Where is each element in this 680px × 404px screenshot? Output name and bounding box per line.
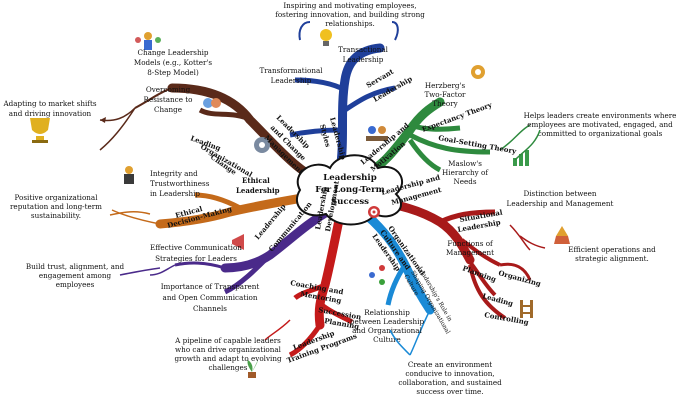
communication-strategies-1: Effective Communication <box>150 243 242 252</box>
branch-label-ethical-1: Ethical <box>242 176 270 185</box>
styles-note-3: relationships. <box>325 19 375 28</box>
trophy-icon <box>30 118 50 143</box>
management-connector <box>519 235 546 249</box>
communication-note-1: Build trust, alignment, and <box>26 262 125 271</box>
motivation-maslow-3: Needs <box>453 177 476 186</box>
development-note-2: who can drive organizational <box>175 345 282 354</box>
branch-styles <box>289 21 399 175</box>
change-resistance-1: Overcoming <box>146 85 191 94</box>
management-note-1: Efficient operations and <box>568 245 656 254</box>
branch-culture <box>355 205 435 356</box>
motivation-maslow-1: Maslow's <box>448 159 482 168</box>
styles-transactional-2: Leadership <box>343 55 384 64</box>
management-distinction-1: Distinction between <box>523 189 596 198</box>
meeting-icon <box>366 126 388 141</box>
change-models-1: Change Leadership <box>137 48 208 57</box>
culture-relationship-2: between Leadership <box>350 317 425 326</box>
culture-connector <box>389 329 411 356</box>
team-icon <box>135 32 161 50</box>
communication-note-3: employees <box>56 280 95 289</box>
communication-transparent-2: and Open Communication <box>163 293 258 302</box>
motivation-note-1: Helps leaders create environments where <box>524 111 677 120</box>
communication-strategies-2: Strategies for Leaders <box>155 254 237 263</box>
central-line-1: Leadership <box>323 173 376 183</box>
central-line-2: For Long-Term <box>315 185 385 195</box>
motivation-maslow-2: Hierarchy of <box>442 168 489 177</box>
lightbulb-icon <box>320 29 332 46</box>
communication-connector <box>119 267 161 276</box>
development-note-3: growth and adapt to evolving <box>174 354 281 363</box>
management-leading: Leading <box>481 291 514 308</box>
communication-note-2: engagement among <box>39 271 112 280</box>
culture-note-1: Create an environment <box>408 360 492 369</box>
culture-relationship-4: Culture <box>373 335 401 344</box>
ladder-icon <box>520 300 533 318</box>
ethical-integrity-2: Trustworthiness <box>150 179 210 188</box>
development-note-1: A pipeline of capable leaders <box>174 336 281 345</box>
ethical-note-1: Positive organizational <box>14 193 98 202</box>
change-resistance-2: Resistance to <box>144 95 193 104</box>
target-icon <box>368 206 380 218</box>
styles-note-1: Inspiring and motivating employees, <box>283 1 416 10</box>
communication-transparent-1: Importance of Transparent <box>161 282 260 291</box>
ethical-integrity-1: Integrity and <box>150 169 198 178</box>
ethical-integrity-3: in Leadership <box>150 189 200 198</box>
branch-ethical <box>111 190 325 229</box>
change-models-2: Models (e.g., Kotter's <box>134 58 213 67</box>
megaphone-icon <box>232 234 244 250</box>
culture-note-4: success over time. <box>416 387 483 396</box>
gears-icon <box>254 137 270 153</box>
management-functions-1: Functions of <box>447 239 494 248</box>
motivation-herzberg-2: Two-Factor <box>425 90 466 99</box>
ethical-connector <box>109 211 151 216</box>
styles-transactional-1: Transactional <box>338 45 389 54</box>
handshake-icon <box>203 98 221 108</box>
branch-label-ethical-2: Leadership <box>236 186 280 195</box>
network-icon <box>369 265 385 285</box>
management-organizing: Organizing <box>497 268 542 288</box>
ethical-note-2: reputation and long-term <box>10 202 102 211</box>
styles-transformational-2: Leadership <box>271 76 312 85</box>
motivation-connector <box>514 129 541 161</box>
scales-icon <box>124 166 134 184</box>
management-planning: Planning <box>461 263 497 284</box>
management-functions-2: Management <box>446 248 494 257</box>
plant-icon <box>247 360 258 378</box>
change-resistance-3: Change <box>154 105 182 114</box>
chart-icon <box>513 150 529 166</box>
branch-communication <box>149 205 335 295</box>
development-note-4: challenges <box>209 363 248 372</box>
compass-icon <box>471 65 485 79</box>
culture-relationship-3: and Organizational <box>352 326 422 335</box>
motivation-note-3: committed to organizational goals <box>538 129 663 138</box>
pyramid-icon <box>554 226 570 244</box>
motivation-note-2: employees are motivated, engaged, and <box>527 120 673 129</box>
culture-relationship-1: Relationship <box>364 308 410 317</box>
culture-note-2: conducive to innovation, <box>405 369 494 378</box>
management-note-2: strategic alignment. <box>575 254 649 263</box>
communication-transparent-3: Channels <box>193 304 227 313</box>
central-line-3: Success <box>331 197 369 207</box>
management-distinction-2: Leadership and Management <box>507 199 614 208</box>
change-note-2: and driving innovation <box>9 109 92 118</box>
styles-transformational-1: Transformational <box>259 66 323 75</box>
styles-note-2: fostering innovation, and building stron… <box>275 10 425 19</box>
branch-development <box>264 210 354 358</box>
motivation-herzberg-1: Herzberg's <box>425 81 466 90</box>
ethical-note-3: sustainability. <box>31 211 81 220</box>
change-models-3: 8-Step Model) <box>147 68 199 77</box>
culture-note-3: collaboration, and sustained <box>398 378 502 387</box>
change-note-1: Adapting to market shifts <box>2 99 96 108</box>
motivation-herzberg-3: Theory <box>432 99 458 108</box>
